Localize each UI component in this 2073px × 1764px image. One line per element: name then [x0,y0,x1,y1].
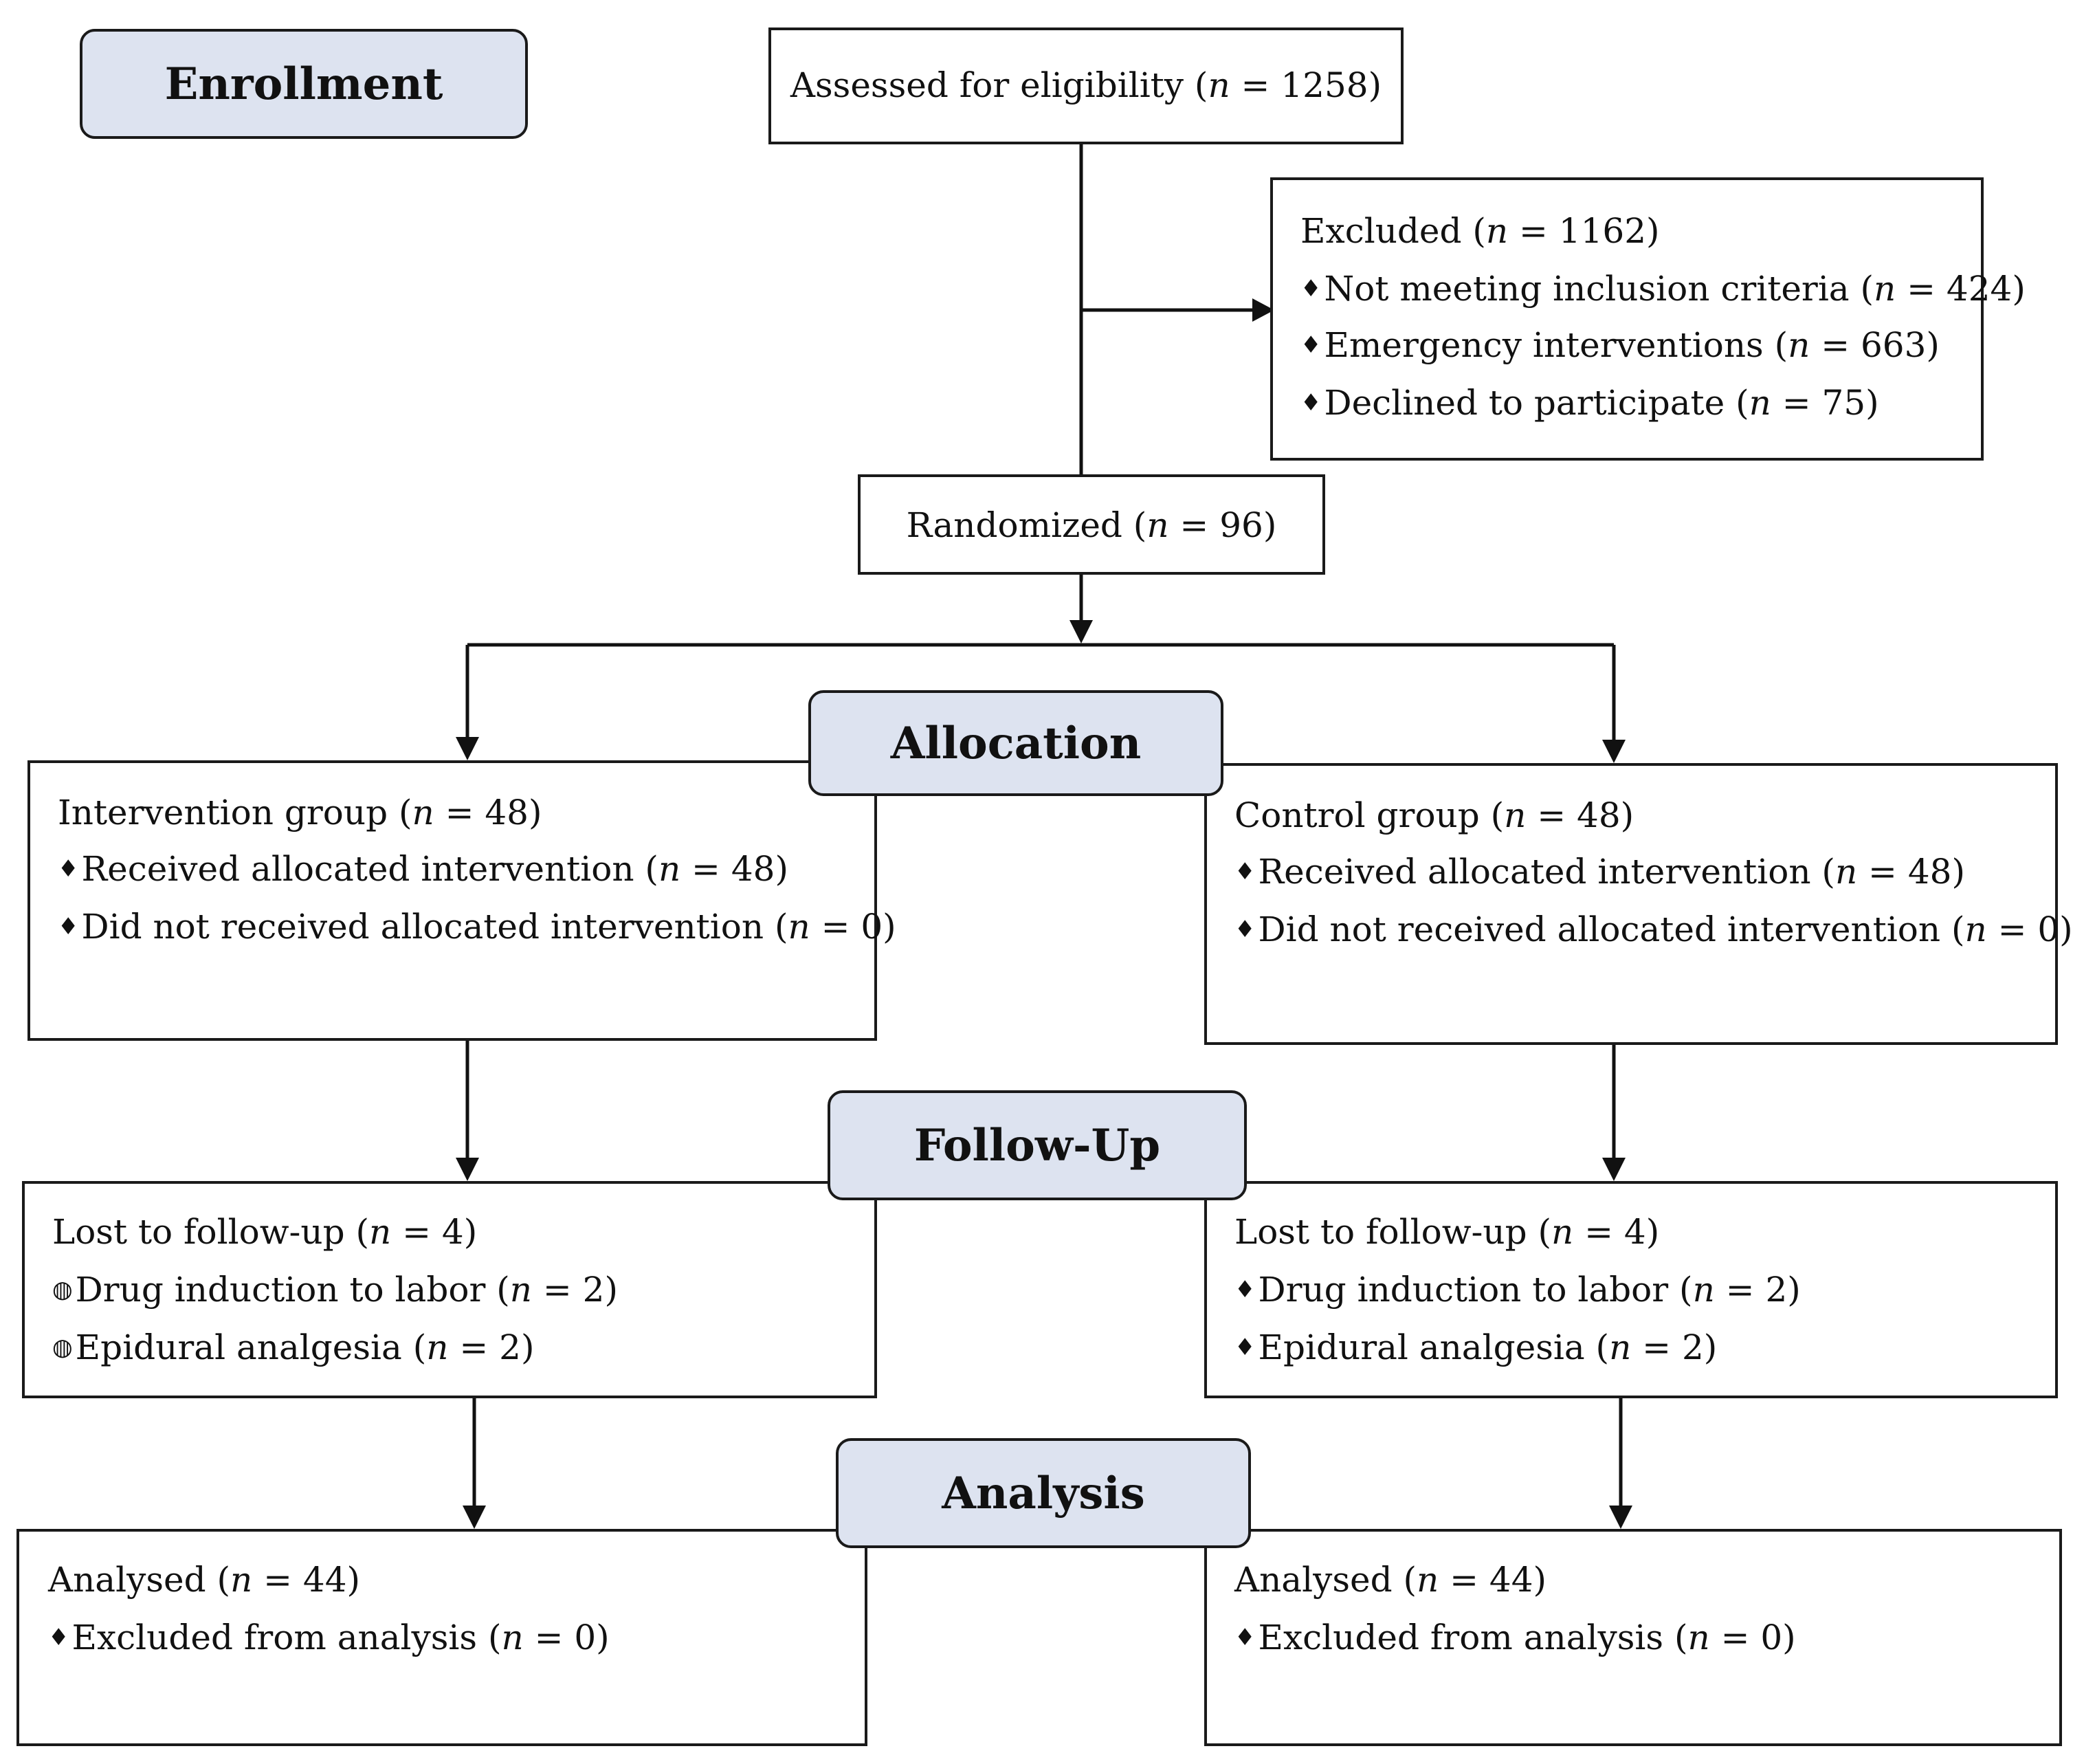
diamond-bullet-icon: ♦ [1234,1276,1256,1303]
diamond-bullet-icon: ♦ [1234,858,1256,885]
intervention-item-not-received: ♦Did not received allocated intervention… [58,907,896,947]
lost-left-title: Lost to follow-up (n = 4) [52,1212,478,1252]
circle-bullet-icon: ◍ [52,1334,73,1361]
analysed-right-box: Analysed (n = 44) ♦Excluded from analysi… [1204,1529,2062,1746]
control-item-received: ♦Received allocated intervention (n = 48… [1234,852,1965,892]
diamond-bullet-icon: ♦ [1234,1334,1256,1361]
intervention-title: Intervention group (n = 48) [58,793,542,833]
analysed-left-box: Analysed (n = 44) ♦Excluded from analysi… [16,1529,867,1746]
diamond-bullet-icon: ♦ [1300,389,1322,417]
randomized-box: Randomized (n = 96) [858,474,1325,575]
lost-followup-left-box: Lost to follow-up (n = 4) ◍Drug inductio… [22,1181,877,1398]
lost-left-item-drug: ◍Drug induction to labor (n = 2) [52,1270,618,1310]
arrowhead-control [1602,740,1626,763]
lost-right-title: Lost to follow-up (n = 4) [1234,1212,1660,1252]
arrowhead-lost-right [1602,1158,1626,1181]
lost-followup-right-box: Lost to follow-up (n = 4) ♦Drug inductio… [1204,1181,2058,1398]
excluded-item-emergency: ♦Emergency interventions (n = 663) [1300,325,1940,365]
stage-allocation: Allocation [808,690,1223,796]
assessed-text: Assessed for eligibility (n = 1258) [790,65,1382,105]
excluded-box: Excluded (n = 1162) ♦Not meeting inclusi… [1270,177,2026,461]
control-item-not-received: ♦Did not received allocated intervention… [1234,909,2073,949]
diamond-bullet-icon: ♦ [48,1624,69,1651]
lost-right-item-epidural: ♦Epidural analgesia (n = 2) [1234,1327,1718,1367]
lost-left-item-epidural: ◍Epidural analgesia (n = 2) [52,1327,535,1367]
stage-enrollment-label: Enrollment [164,58,443,110]
stage-allocation-label: Allocation [890,717,1142,769]
arrowhead-split [1069,620,1093,643]
excluded-item-inclusion: ♦Not meeting inclusion criteria (n = 424… [1300,269,2026,309]
randomized-text: Randomized (n = 96) [906,505,1277,545]
analysed-left-title: Analysed (n = 44) [48,1560,361,1600]
analysed-right-title: Analysed (n = 44) [1234,1560,1547,1600]
stage-analysis-label: Analysis [942,1467,1145,1519]
lost-right-item-drug: ♦Drug induction to labor (n = 2) [1234,1270,1801,1310]
stage-follow-up: Follow-Up [828,1090,1247,1200]
stage-follow-up-label: Follow-Up [913,1119,1161,1171]
intervention-item-received: ♦Received allocated intervention (n = 48… [58,849,788,889]
stage-analysis: Analysis [836,1438,1251,1548]
arrowhead-lost-left [456,1158,479,1181]
diamond-bullet-icon: ♦ [58,913,79,940]
diamond-bullet-icon: ♦ [58,855,79,883]
diamond-bullet-icon: ♦ [1234,1624,1256,1651]
excluded-item-declined: ♦Declined to participate (n = 75) [1300,383,1879,423]
arrowhead-analysed-left [463,1506,486,1529]
diamond-bullet-icon: ♦ [1234,916,1256,943]
analysed-left-item-excluded: ♦Excluded from analysis (n = 0) [48,1618,610,1657]
diamond-bullet-icon: ♦ [1300,275,1322,302]
control-title: Control group (n = 48) [1234,795,1634,835]
arrowhead-analysed-right [1609,1506,1632,1529]
intervention-group-box: Intervention group (n = 48) ♦Received al… [27,760,896,1041]
arrowhead-intervention [456,737,479,760]
stage-enrollment: Enrollment [80,29,528,139]
analysed-right-item-excluded: ♦Excluded from analysis (n = 0) [1234,1618,1796,1657]
diamond-bullet-icon: ♦ [1300,331,1322,359]
circle-bullet-icon: ◍ [52,1276,73,1303]
assessed-box: Assessed for eligibility (n = 1258) [768,27,1404,144]
control-group-box: Control group (n = 48) ♦Received allocat… [1204,763,2073,1045]
excluded-title: Excluded (n = 1162) [1300,211,1660,251]
arrowhead-excluded [1252,298,1274,322]
